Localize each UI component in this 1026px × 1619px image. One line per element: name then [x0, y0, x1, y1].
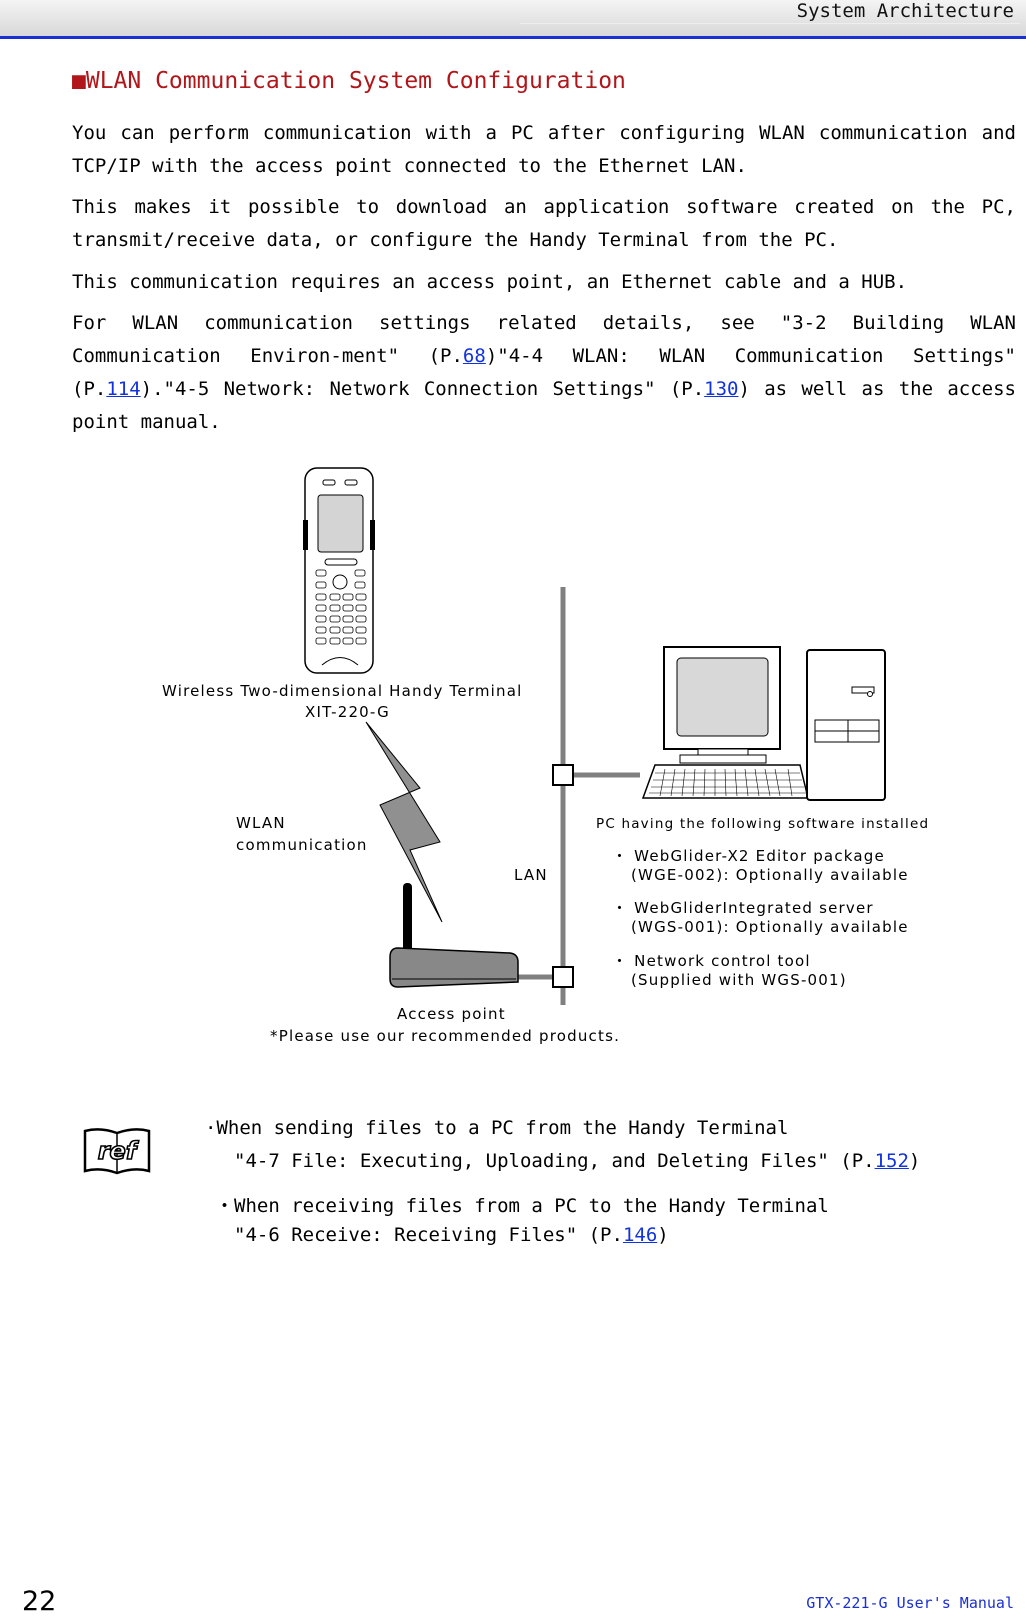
section-title: ■WLAN Communication System Configuration	[72, 68, 626, 94]
ref-item-2-reference: "4-6 Receive: Receiving Files" (P.146)	[234, 1224, 669, 1246]
network-diagram: Wireless Two-dimensional Handy Terminal …	[0, 460, 1026, 1060]
ref-item-1-text: "4-7 File: Executing, Uploading, and Del…	[234, 1150, 875, 1172]
pc-label: PC having the following software install…	[596, 816, 930, 832]
sw2-line1: ・ WebGliderIntegrated server	[612, 899, 874, 917]
p4-text-3: )."4-5 Network: Network Connection Setti…	[140, 378, 705, 400]
lan-label: LAN	[514, 866, 548, 884]
link-page-114[interactable]: 114	[106, 378, 141, 400]
link-page-146[interactable]: 146	[622, 1224, 658, 1246]
pc-tower-icon	[806, 649, 886, 801]
page-header: System Architecture	[0, 0, 1026, 39]
footer-manual-title: GTX-221-G User's Manual	[806, 1594, 1014, 1612]
access-point-label: Access point	[397, 1005, 506, 1023]
link-page-152[interactable]: 152	[874, 1150, 909, 1172]
ref-item-1-reference: "4-7 File: Executing, Uploading, and Del…	[234, 1150, 920, 1172]
header-title: System Architecture	[796, 0, 1014, 22]
wlan-lightning-icon	[365, 721, 443, 923]
p4-text-1: For WLAN communication settings related …	[72, 312, 1016, 367]
ref-item-2-text: "4-6 Receive: Receiving Files" (P.	[234, 1224, 623, 1246]
p4-text-2: )"4-4 WLAN: WLAN Communication Settings"…	[72, 345, 1016, 400]
ref-item-1-title: ·When sending files to a PC from the Han…	[205, 1117, 789, 1139]
pc-monitor-icon	[663, 646, 781, 764]
page-number: 22	[22, 1586, 57, 1617]
wlan-label-2: communication	[236, 836, 368, 854]
link-page-130[interactable]: 130	[704, 378, 739, 400]
sw3-line1: ・ Network control tool	[612, 952, 811, 970]
terminal-label-1: Wireless Two-dimensional Handy Terminal	[162, 682, 523, 700]
ref-icon-text: ref	[98, 1137, 139, 1165]
ref-item-2-close: )	[657, 1224, 669, 1246]
sw3-line2: (Supplied with WGS-001)	[631, 971, 847, 989]
access-point-icon	[389, 883, 519, 988]
ref-item-2-title: ・When receiving files from a PC to the H…	[215, 1195, 829, 1217]
paragraph-1: You can perform communication with a PC …	[72, 122, 1016, 177]
handy-terminal-icon	[303, 467, 375, 674]
paragraph-2: This makes it possible to download an ap…	[72, 196, 1016, 251]
keyboard-icon	[641, 764, 809, 799]
paragraph-4: For WLAN communication settings related …	[72, 307, 1016, 439]
hub-port-ap	[552, 966, 574, 988]
ref-book-icon: ref	[83, 1128, 151, 1175]
p4-text-4: ) as well as the access point manual.	[72, 378, 1016, 433]
wlan-label-1: WLAN	[236, 814, 286, 832]
sw2-line2: (WGS-001): Optionally available	[631, 918, 909, 936]
sw1-line2: (WGE-002): Optionally available	[631, 866, 909, 884]
sw1-line1: ・ WebGlider-X2 Editor package	[612, 847, 885, 865]
hub-port-pc	[552, 764, 574, 786]
link-page-68[interactable]: 68	[462, 345, 486, 367]
access-point-note: *Please use our recommended products.	[270, 1027, 621, 1045]
header-rule	[520, 23, 1020, 24]
ref-item-1-close: )	[908, 1150, 921, 1172]
diagram-graphics	[303, 467, 886, 1005]
terminal-label-2: XIT-220-G	[305, 703, 390, 721]
paragraph-3: This communication requires an access po…	[72, 271, 908, 293]
